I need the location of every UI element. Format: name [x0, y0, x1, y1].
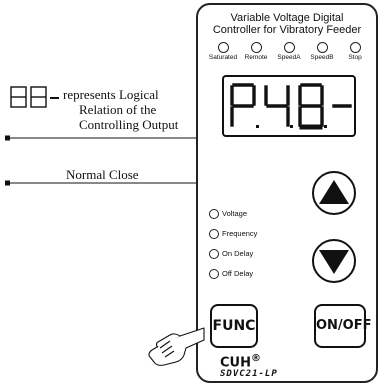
- indicator-on-delay: On Delay: [209, 245, 253, 259]
- indicator-led-icon: [217, 42, 229, 53]
- on-off-button[interactable]: ON/OFF: [314, 304, 372, 348]
- indicator-frequency: Frequency: [209, 225, 257, 239]
- indicator-remote: Remote: [239, 42, 273, 61]
- indicator-led-icon: [209, 268, 219, 279]
- controller-panel: Variable Voltage Digital Controller for …: [196, 3, 378, 383]
- indicator-led-icon: [283, 42, 295, 53]
- indicator-led-icon: [209, 228, 219, 239]
- indicator-off-delay: Off Delay: [209, 265, 253, 279]
- model-number: SDVC21-LP: [220, 369, 278, 379]
- controller-title-line-1: Variable Voltage Digital: [230, 12, 344, 24]
- indicator-speed-b: SpeedB: [305, 42, 339, 61]
- indicator-led-icon: [349, 42, 361, 53]
- small-display-digits-icon: [10, 86, 59, 108]
- annotation-line-3: Controlling Output: [79, 117, 179, 132]
- indicator-stop: Stop: [338, 42, 372, 61]
- down-button[interactable]: [312, 239, 356, 283]
- triangle-down-icon: [319, 250, 349, 274]
- indicator-led-icon: [209, 248, 219, 259]
- indicator-speed-a: SpeedA: [272, 42, 306, 61]
- up-button[interactable]: [312, 171, 356, 215]
- annotation-line-1: represents Logical: [63, 87, 159, 102]
- pointing-hand-icon: [148, 327, 205, 366]
- indicator-led-icon: [209, 208, 219, 219]
- annotation-normal-close: Normal Close: [66, 167, 139, 182]
- indicator-led-icon: [316, 42, 328, 53]
- func-button[interactable]: FUNC: [210, 304, 258, 348]
- indicator-voltage: Voltage: [209, 205, 247, 219]
- triangle-up-icon: [319, 180, 349, 204]
- annotation-line-2: Relation of the: [79, 102, 157, 117]
- controller-title: Variable Voltage Digital Controller for …: [198, 12, 376, 36]
- brand-logo: CUH®: [220, 353, 261, 371]
- seven-segment-digits-icon: [230, 83, 352, 130]
- seven-segment-display: P.4.8.-: [222, 75, 356, 137]
- controller-title-line-2: Controller for Vibratory Feeder: [212, 24, 362, 36]
- indicator-saturated: Saturated: [206, 42, 240, 61]
- indicator-led-icon: [250, 42, 262, 53]
